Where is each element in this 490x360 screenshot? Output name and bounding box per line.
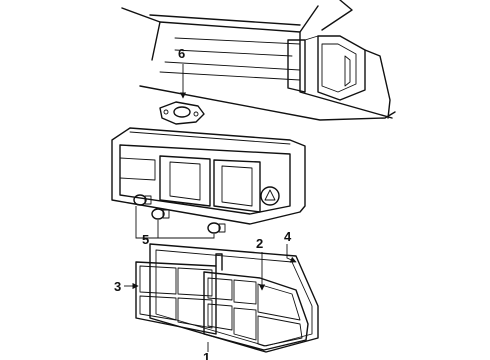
callout-6: 6 [178, 46, 185, 61]
vehicle-rear-body [121, 0, 396, 121]
leader-4 [286, 244, 297, 263]
callout-5: 5 [142, 232, 149, 247]
callout-2: 2 [256, 236, 263, 251]
part-3-left-lens [135, 253, 223, 335]
bulb-1 [133, 194, 152, 206]
bulb-2 [151, 208, 170, 220]
tail-lamp-housing [111, 127, 306, 225]
callout-1: 1 [203, 350, 210, 360]
part-6-socket-bracket [159, 101, 205, 125]
part-2-right-lens [203, 271, 309, 351]
callout-4: 4 [284, 229, 292, 244]
leader-5 [135, 206, 215, 239]
callout-3: 3 [114, 279, 121, 294]
part-5-bulbs [133, 194, 226, 234]
bulb-3 [207, 222, 226, 234]
